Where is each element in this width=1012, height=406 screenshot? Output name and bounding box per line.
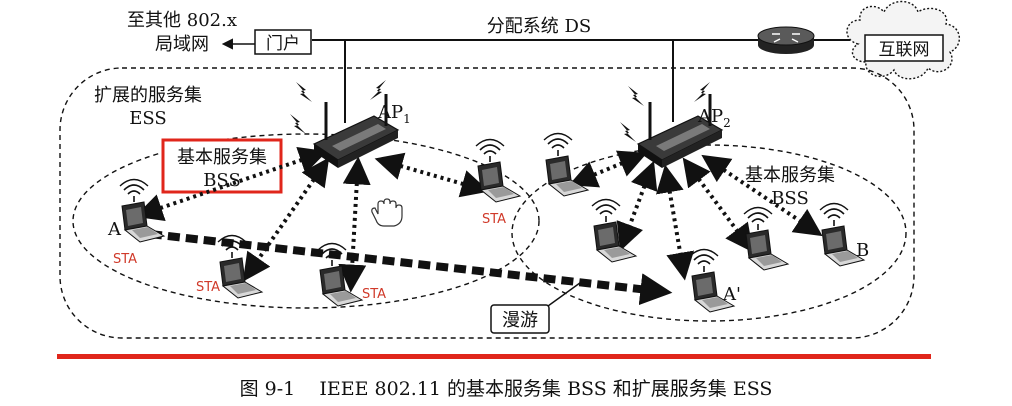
roaming-label: 漫游 bbox=[502, 310, 538, 331]
ap2-label: AP2 bbox=[697, 106, 731, 130]
divider-line bbox=[57, 354, 931, 359]
router-icon bbox=[757, 26, 815, 54]
other-lan-label-line1: 至其他 802.x bbox=[127, 10, 237, 31]
internet-label: 互联网 bbox=[879, 40, 930, 60]
ap2-links bbox=[568, 150, 823, 281]
station-right-2 bbox=[591, 198, 637, 263]
ess-label-line1: 扩展的服务集 bbox=[94, 85, 202, 106]
station-a bbox=[119, 178, 165, 243]
sta-label: STA bbox=[113, 252, 137, 267]
bss-left-boundary bbox=[72, 133, 540, 309]
ess-boundary bbox=[59, 67, 915, 339]
portal-label: 门户 bbox=[266, 34, 300, 54]
other-lan-label-line2: 局域网 bbox=[155, 34, 209, 55]
station-right-1 bbox=[543, 132, 589, 197]
bss-right-boundary bbox=[511, 144, 907, 322]
station-b-label: B bbox=[856, 240, 869, 261]
station-right-4 bbox=[743, 206, 789, 271]
ds-label: 分配系统 DS bbox=[487, 16, 591, 37]
hand-cursor-icon bbox=[371, 198, 403, 227]
ap1-label: AP1 bbox=[377, 102, 411, 126]
portal-box bbox=[254, 29, 312, 55]
station-a-prime-label: A' bbox=[722, 284, 741, 305]
bss-left-label-line1: 基本服务集 bbox=[177, 147, 267, 168]
ap1-links bbox=[134, 146, 490, 293]
ess-label-line2: ESS bbox=[129, 108, 167, 129]
roaming-callout-line bbox=[547, 279, 585, 307]
internet-box bbox=[864, 34, 944, 62]
sta-label: STA bbox=[196, 280, 220, 295]
figure-caption: 图 9-1 IEEE 802.11 的基本服务集 BSS 和扩展服务集 ESS bbox=[240, 378, 773, 400]
sta-label: STA bbox=[482, 212, 506, 227]
sta-label: STA bbox=[362, 287, 386, 302]
roaming-callout bbox=[490, 304, 550, 334]
station-left-4 bbox=[475, 138, 521, 203]
bss-right-label-line1: 基本服务集 bbox=[745, 165, 835, 186]
station-left-3 bbox=[317, 242, 363, 307]
station-a-label: A bbox=[107, 219, 122, 240]
